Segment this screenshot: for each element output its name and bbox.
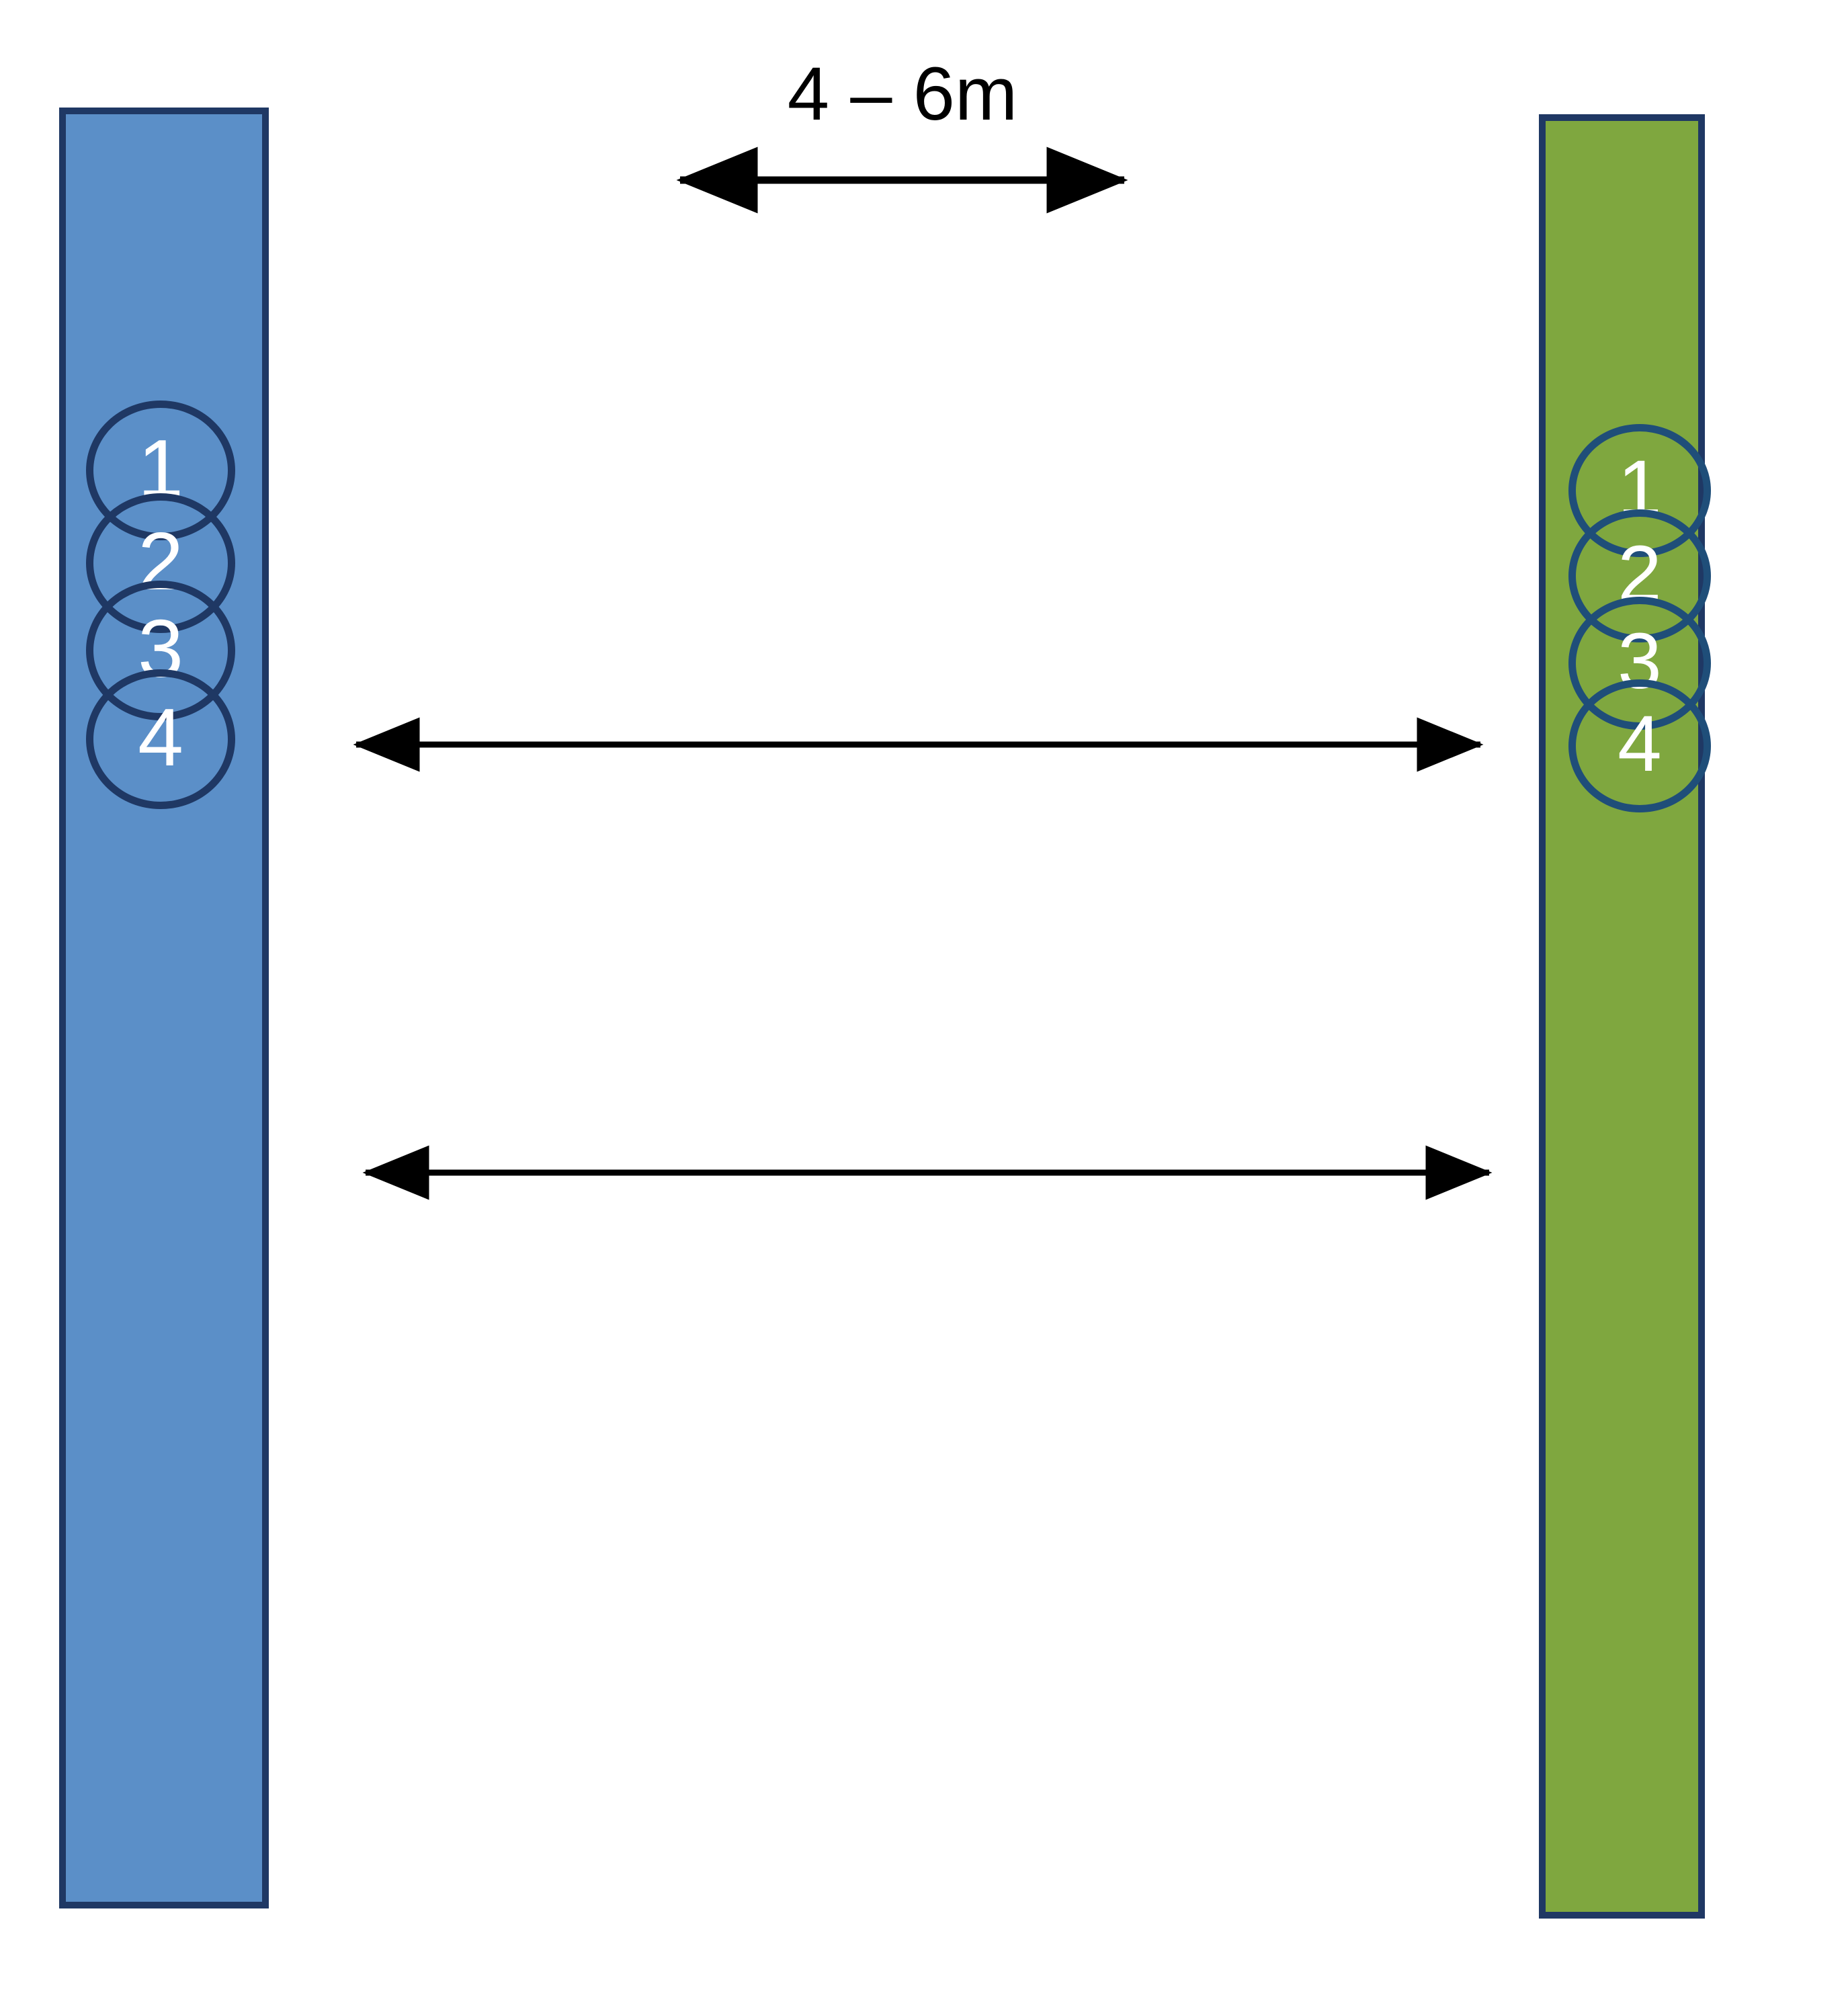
blue-node-4[interactable]: 4 [86, 669, 235, 809]
green-node-4[interactable]: 4 [1568, 679, 1711, 812]
blue-node-4-label: 4 [138, 691, 183, 783]
green-node-4-label: 4 [1618, 700, 1662, 788]
green-row-bar [1539, 114, 1705, 1919]
blue-row-bar [59, 108, 269, 1908]
spacing-dimension-label: 4 – 6m [787, 52, 1018, 136]
